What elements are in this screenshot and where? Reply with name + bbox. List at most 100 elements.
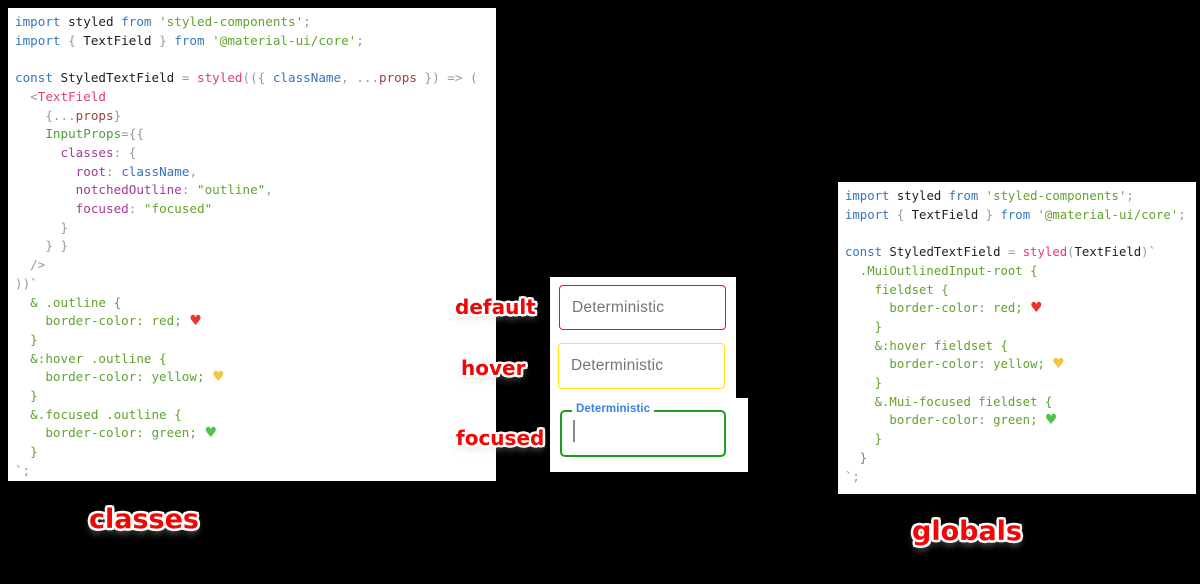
code-token: &.focused .outline { [15,406,182,422]
code-line: } [15,331,496,350]
code-token: classes [60,144,114,160]
code-token: "focused" [143,201,213,217]
caption-classes: classes [89,504,200,535]
code-line: &.Mui-focused fieldset { [845,393,1196,412]
code-token: , [265,182,273,198]
code-line: import styled from 'styled-components'; [15,13,496,32]
code-line: {...props} [15,107,496,126]
code-token: ; [22,462,31,478]
code-line: & .outline { [15,294,496,313]
textfield-focused[interactable]: Deterministic [560,403,726,457]
code-token: styled [1022,245,1068,260]
code-token: TextField [1074,245,1142,260]
code-token: )) [15,275,31,291]
code-token [15,182,76,197]
code-token: const [15,70,53,86]
code-token: } [845,432,883,447]
code-token: {... [15,107,76,123]
code-line: } [845,449,1196,468]
textfield-placeholder-label: Deterministic [571,357,664,374]
code-token: ` [30,275,38,291]
code-line: border-color: red; ♥ [15,312,496,331]
caption-globals: globals [912,516,1023,547]
code-line: fieldset { [845,281,1196,300]
code-line: import { TextField } from '@material-ui/… [15,32,496,51]
code-token: props [75,107,114,123]
code-token: &:hover fieldset { [845,338,1008,353]
code-line: &:hover fieldset { [845,337,1196,356]
code-line: const StyledTextField = styled(({ classN… [15,69,496,88]
code-line: &:hover .outline { [15,350,496,369]
code-token: } } [15,238,69,254]
code-line: root: className, [15,163,496,182]
code-token: ` [845,469,853,484]
code-token: from [1000,207,1031,222]
code-token: import [15,32,61,48]
code-token: &:hover .outline { [15,350,167,366]
code-token: border-color: green; [845,413,1045,428]
code-token: ( [1067,245,1075,260]
code-line: `; [15,462,496,481]
state-label-default: default [455,295,536,319]
code-token: from [174,32,205,48]
code-line: } [15,387,496,406]
code-token: { [889,207,912,222]
code-token: ; [852,469,860,484]
code-token: className [272,70,342,86]
code-token: } [845,376,883,391]
green-heart-icon: ♥ [204,425,218,442]
code-token: import [845,189,890,203]
code-line: border-color: yellow; ♥ [845,355,1196,374]
textfield-hover[interactable]: Deterministic [558,343,725,389]
code-token: = [1007,245,1023,260]
code-line: } [15,219,496,238]
code-line: <TextField [15,88,496,107]
green-heart-icon: ♥ [1044,412,1058,429]
textfield-demo-panel-top: Deterministic Deterministic [550,277,736,398]
code-line [845,224,1196,243]
code-line: } [845,430,1196,449]
textfield-demo-panel-bottom: Deterministic [550,398,748,472]
code-line: } } [15,237,496,256]
code-line: border-color: red; ♥ [845,299,1196,318]
code-token: , ... [341,70,380,86]
code-token: } [15,444,38,460]
code-token: focused [75,201,129,217]
code-token: } [15,331,38,347]
code-token: '@material-ui/core' [1030,207,1179,222]
code-token: from [948,189,979,203]
code-token: 'styled-components' [151,14,304,29]
code-token: StyledTextField [882,245,1008,260]
code-line: border-color: yellow; ♥ [15,368,496,387]
code-token: } [151,32,175,48]
code-token: 'styled-components' [978,189,1127,203]
code-line: InputProps={{ [15,125,496,144]
code-line: focused: "focused" [15,200,496,219]
code-token: } [845,319,883,334]
code-token: root [75,163,107,179]
code-line: classes: { [15,144,496,163]
textfield-default[interactable]: Deterministic [559,285,726,330]
textfield-placeholder-label: Deterministic [572,298,665,316]
code-line: &.focused .outline { [15,406,496,425]
code-token: ; [303,14,311,29]
code-token: styled [60,14,122,29]
code-token [15,201,76,216]
code-token: ={{ [121,126,144,142]
code-token: const [845,245,883,260]
code-token [15,126,45,141]
code-line: `; [845,468,1196,487]
code-token: } [113,107,122,123]
code-token: className [121,163,190,179]
code-panel-classes: import styled from 'styled-components';i… [8,8,496,481]
code-token: border-color: green; [15,425,205,441]
code-token: import [845,207,890,222]
code-token: "outline" [197,182,266,198]
code-token: } [15,388,38,404]
code-line: notchedOutline: "outline", [15,181,496,200]
code-token: fieldset { [845,282,949,297]
code-token: } [845,450,868,465]
code-panel-globals: import styled from 'styled-components'; i… [838,182,1196,494]
code-token: ; [1178,207,1186,222]
code-token: styled [197,70,243,86]
